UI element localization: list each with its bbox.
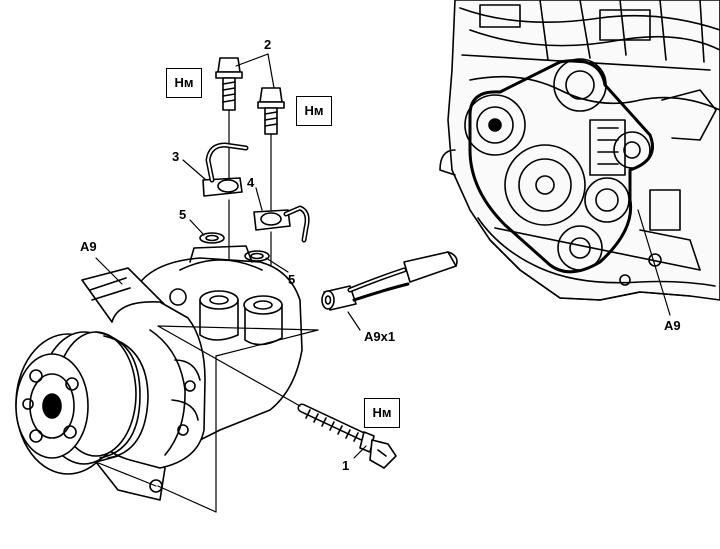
ac-compressor bbox=[15, 245, 303, 501]
label-bracket-left: 3 bbox=[172, 149, 180, 164]
label-bolt-upper: 2 bbox=[264, 37, 272, 52]
label-connector: A9x1 bbox=[364, 329, 396, 344]
electrical-connector bbox=[321, 251, 458, 331]
pipe-brackets bbox=[182, 142, 310, 243]
exploded-view-lines bbox=[95, 325, 319, 513]
upper-bolts bbox=[215, 53, 285, 135]
label-seal-left: 5 bbox=[179, 207, 187, 222]
label-seal-right: 5 bbox=[288, 272, 296, 287]
label-bolt-lower: 1 bbox=[342, 458, 350, 473]
engine-block bbox=[439, 0, 720, 301]
lower-bolt bbox=[297, 403, 397, 469]
leader-a9-engine bbox=[637, 209, 671, 316]
leader-a9-compressor bbox=[95, 257, 123, 285]
torque-box-upper-left: Нм bbox=[166, 68, 202, 98]
torque-box-upper-right: Нм bbox=[296, 96, 332, 126]
torque-box-lower: Нм bbox=[364, 398, 400, 428]
label-compressor-right: A9 bbox=[664, 318, 681, 333]
seal-rings bbox=[189, 219, 289, 273]
label-compressor-left: A9 bbox=[80, 239, 97, 254]
label-bracket-right: 4 bbox=[247, 175, 255, 190]
